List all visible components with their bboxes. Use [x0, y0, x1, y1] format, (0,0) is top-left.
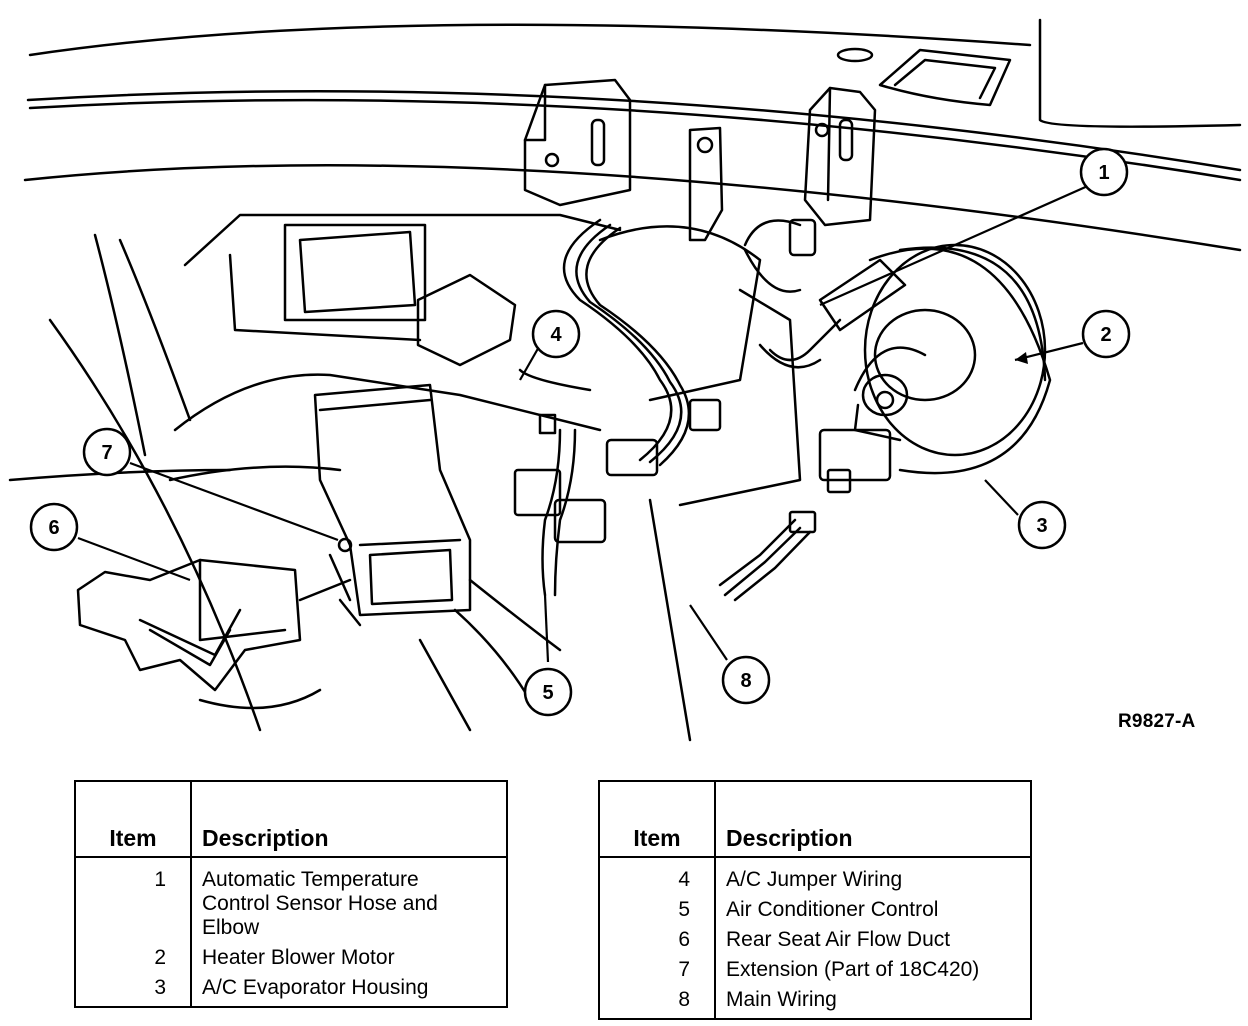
figure-code: R9827-A [1118, 711, 1196, 732]
legend-item-description: Main Wiring [726, 988, 837, 1011]
legend-item-number: 4 [599, 857, 716, 892]
legend-item-description: A/C Evaporator Housing [202, 976, 429, 999]
table-row: 3 A/C Evaporator Housing [75, 970, 507, 1007]
legend-header-item: Item [75, 781, 192, 858]
legend-item-number: 3 [75, 970, 192, 1007]
callout-label-8: 8 [740, 670, 751, 692]
callout-circle-7 [82, 427, 132, 477]
callout-label-2: 2 [1100, 324, 1111, 346]
callout-circle-8 [721, 655, 771, 705]
leader-line-4 [519, 344, 541, 381]
callout-circle-3 [1017, 500, 1067, 550]
callout-circle-1 [1079, 147, 1129, 197]
parts-diagram: 1 2 3 4 5 6 7 8 [8, 18, 1242, 742]
table-row: 5 Air Conditioner Control [599, 892, 1031, 922]
leader-line-3 [984, 479, 1019, 516]
legend-item-number: 8 [599, 982, 716, 1019]
callout-circle-5 [523, 667, 573, 717]
main-housing [93, 213, 802, 507]
callout-circle-2 [1081, 309, 1131, 359]
callout-label-1: 1 [1098, 162, 1109, 184]
legend-item-description: Air Conditioner Control [726, 898, 939, 921]
leader-line-5 [543, 594, 550, 663]
floor-lines [8, 318, 692, 742]
legend-item-number: 2 [75, 940, 192, 970]
legend-table-left: Item Description 1 Automatic Temperature… [74, 780, 508, 1008]
leader-arrow-2 [1015, 352, 1028, 364]
legend-item-description: Extension (Part of 18C420) [726, 958, 980, 981]
leader-line-1 [819, 183, 1091, 307]
legend-header-description: Description [715, 781, 1031, 858]
legend-item-description: Automatic Temperature Control Sensor Hos… [202, 868, 438, 939]
legend-header-item: Item [599, 781, 716, 858]
callout-label-4: 4 [550, 324, 562, 346]
legend-item-number: 5 [599, 892, 716, 922]
legend-item-number: 1 [75, 857, 192, 940]
table-row: 4 A/C Jumper Wiring [599, 857, 1031, 892]
sensor-hose [743, 218, 907, 369]
callout-label-5: 5 [542, 682, 553, 704]
table-row: 7 Extension (Part of 18C420) [599, 952, 1031, 982]
rear-seat-duct [76, 537, 362, 710]
wiring-harness [518, 218, 691, 597]
table-row: 1 Automatic Temperature Control Sensor H… [75, 857, 507, 940]
floor-duct [313, 383, 562, 702]
legend-item-number: 6 [599, 922, 716, 952]
table-row: 6 Rear Seat Air Flow Duct [599, 922, 1031, 952]
dashboard-panel [23, 18, 1242, 252]
legend-header-description: Description [191, 781, 507, 858]
callout-label-7: 7 [101, 442, 112, 464]
callout-circle-4 [531, 309, 581, 359]
leader-line-8 [689, 604, 728, 661]
legend-item-description: Rear Seat Air Flow Duct [726, 928, 951, 951]
legend-table-right: Item Description 4 A/C Jumper Wiring 5 A… [598, 780, 1032, 1020]
callout-label-6: 6 [48, 517, 59, 539]
legend-item-description: A/C Jumper Wiring [726, 868, 903, 891]
leader-line-7 [129, 461, 339, 542]
connectors [416, 273, 892, 602]
table-row: 2 Heater Blower Motor [75, 940, 507, 970]
callout-circle-6 [29, 502, 79, 552]
legend-item-number: 7 [599, 952, 716, 982]
callout-label-3: 3 [1036, 515, 1047, 537]
table-row: 8 Main Wiring [599, 982, 1031, 1019]
leader-line-6 [77, 536, 191, 582]
legend-item-description: Heater Blower Motor [202, 946, 395, 969]
mounting-brackets [523, 78, 877, 242]
